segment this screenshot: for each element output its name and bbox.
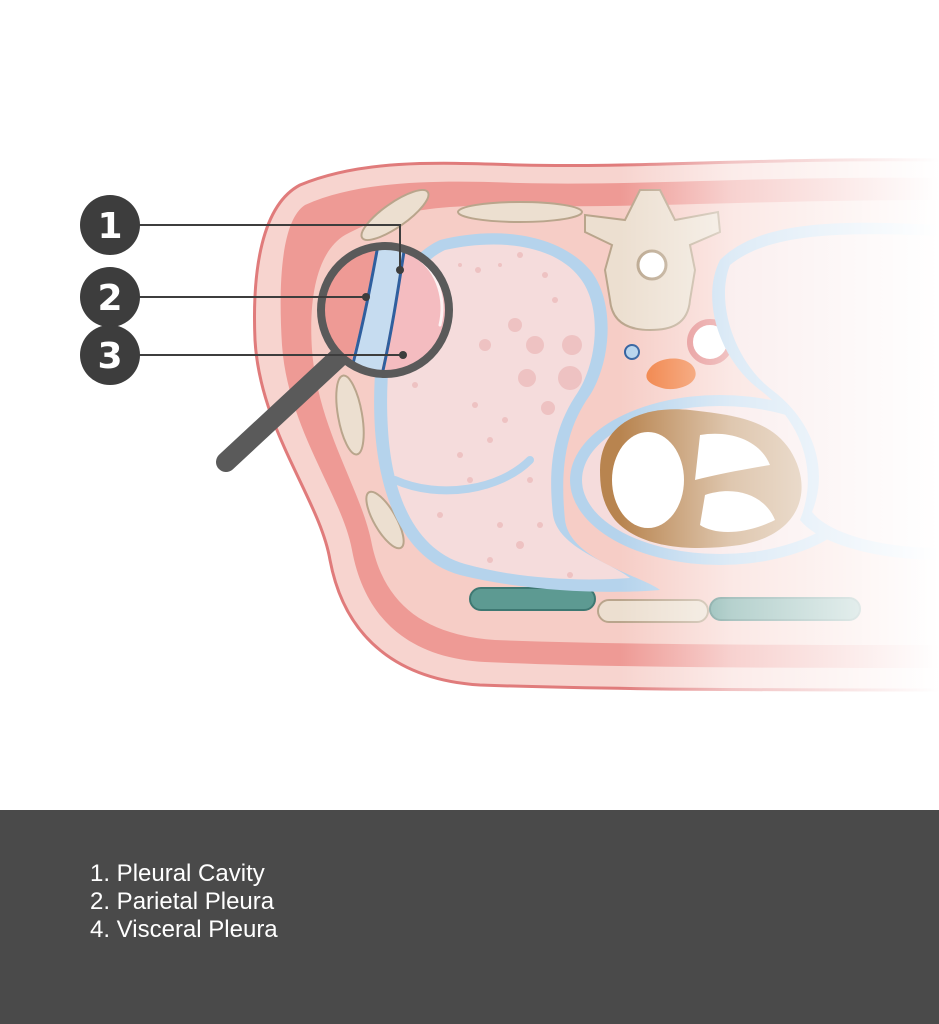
legend-item: 2. Parietal Pleura — [90, 888, 275, 915]
thorax-cross-section-svg: 1 2 3 — [80, 120, 939, 720]
legend-item: 4. Visceral Pleura — [90, 916, 278, 943]
thorax-cross-section-figure: 1 2 3 — [80, 120, 939, 720]
marker-number-1: 1 — [97, 206, 122, 247]
magnifier-lens-rim — [317, 242, 453, 378]
rib — [457, 201, 583, 223]
legend-item: 1. Pleural Cavity — [90, 860, 265, 887]
magnified-view — [323, 248, 447, 372]
rib — [335, 374, 365, 456]
legend-panel: 1. Pleural Cavity 2. Parietal Pleura 4. … — [0, 810, 939, 1024]
fade-overlay — [620, 120, 939, 720]
marker-badge-3[interactable]: 3 — [80, 325, 140, 385]
marker-badge-1[interactable]: 1 — [80, 195, 140, 255]
pointer-dot-3 — [399, 351, 407, 359]
marker-badge-2[interactable]: 2 — [80, 267, 140, 327]
pointer-dot-2 — [362, 293, 370, 301]
lung-fissure — [391, 456, 534, 495]
marker-number-3: 3 — [97, 336, 122, 377]
lung-alveoli — [412, 252, 582, 578]
legend-list: 1. Pleural Cavity 2. Parietal Pleura 4. … — [90, 860, 278, 944]
leader-lines — [130, 224, 403, 356]
rib — [360, 189, 430, 241]
costal-cartilage — [469, 587, 596, 611]
marker-number-2: 2 — [97, 278, 122, 319]
pointer-dot-1 — [396, 266, 404, 274]
magnifier-handle — [216, 348, 348, 472]
